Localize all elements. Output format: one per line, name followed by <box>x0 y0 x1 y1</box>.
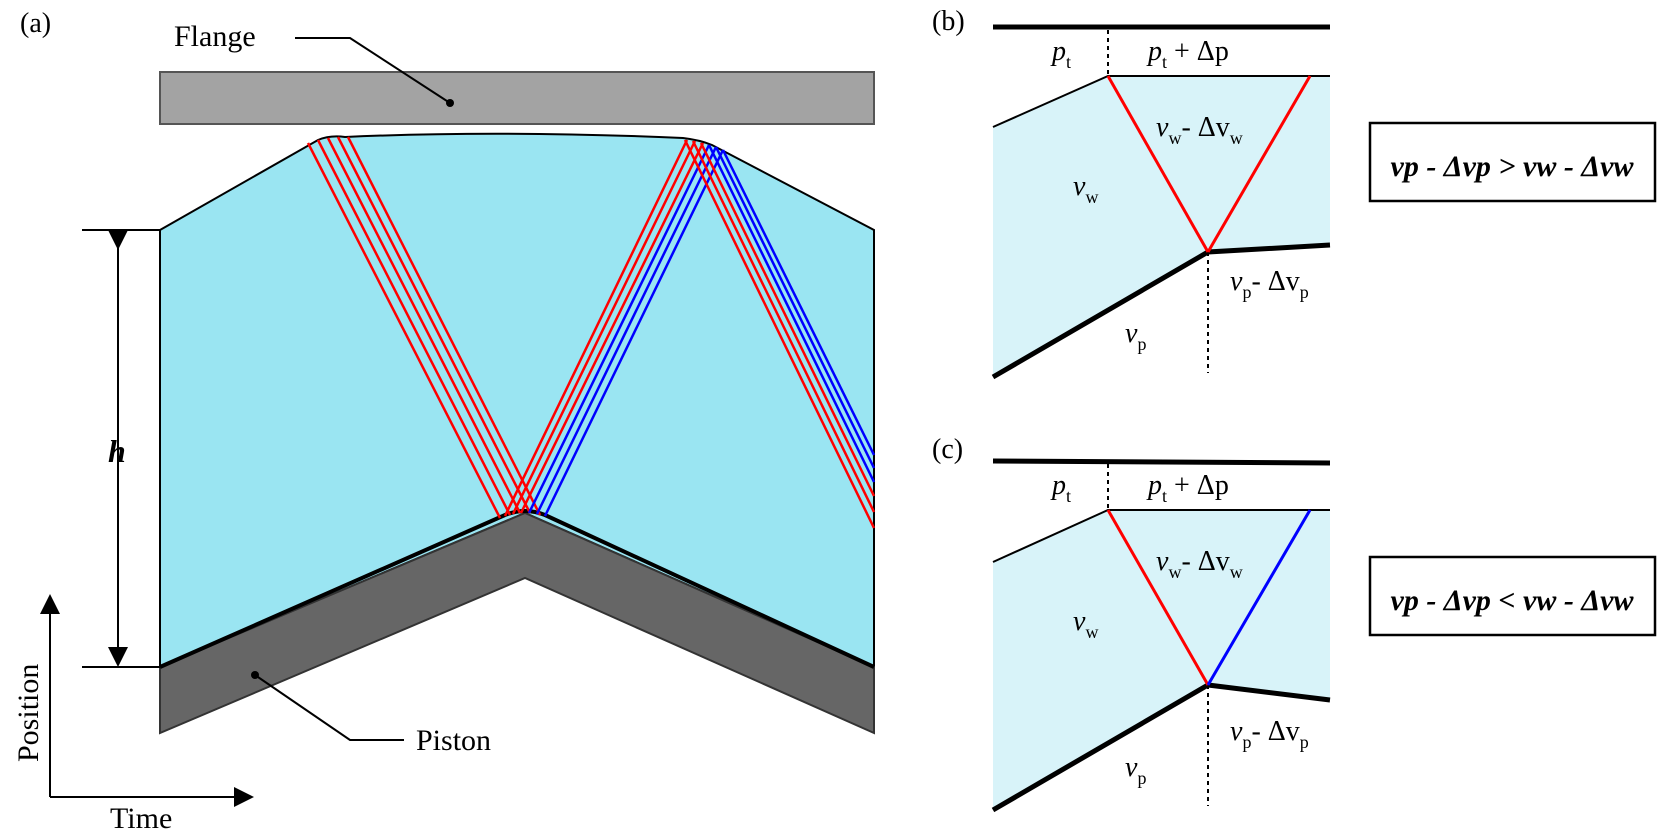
fluid-region <box>159 132 875 669</box>
fluid-region-c <box>993 510 1330 810</box>
red-wave-c <box>1106 509 1210 686</box>
label-vw-dvw-b: vw- Δvw <box>1156 112 1243 148</box>
condition-text-b: vp - Δvp > vw - Δvw <box>1391 150 1635 183</box>
label-vp-c: vp <box>1125 752 1146 788</box>
label-pt-c: pt <box>1050 470 1071 506</box>
fluid-region-b <box>993 76 1330 377</box>
panel-a-tag: (a) <box>20 8 51 39</box>
red-waves-right <box>683 139 876 529</box>
panel-b-tag: (b) <box>932 6 965 37</box>
piston-label: Piston <box>416 724 491 757</box>
red-waves-left <box>306 136 542 519</box>
label-vw-c: vw <box>1073 606 1098 642</box>
piston-leader-dot <box>251 671 259 679</box>
piston-leader-line <box>254 674 404 741</box>
red-wave-b-right <box>1206 75 1312 253</box>
condition-text-c: vp - Δvp < vw - Δvw <box>1391 584 1635 617</box>
time-axis-label: Time <box>110 802 172 830</box>
blue-wave-c <box>1206 509 1312 686</box>
label-vw-dvw-c: vw- Δvw <box>1156 546 1243 582</box>
label-vp-b: vp <box>1125 318 1146 354</box>
flange-leader-line <box>295 37 451 104</box>
condition-box-b <box>1368 121 1657 203</box>
height-label: h <box>108 433 126 469</box>
blue-waves-right <box>707 144 876 483</box>
label-vw-b: vw <box>1073 171 1098 207</box>
label-vp-dvp-b: vp- Δvp <box>1230 266 1309 302</box>
panel-c-tag: (c) <box>932 434 963 465</box>
red-wave-b-left <box>1106 75 1210 253</box>
red-waves-rising <box>503 139 705 517</box>
position-axis-label: Position <box>12 664 45 762</box>
label-pt-dp-b: pt + Δp <box>1146 36 1229 72</box>
flange-leader-dot <box>446 99 454 107</box>
flange-label: Flange <box>174 20 256 53</box>
label-vp-dvp-c: vp- Δvp <box>1230 716 1309 752</box>
blue-waves-rising <box>527 144 725 517</box>
label-pt-dp-c: pt + Δp <box>1146 470 1229 506</box>
flange-edge-c <box>992 458 1331 466</box>
condition-box-c <box>1368 555 1657 637</box>
label-pt-b: pt <box>1050 36 1071 72</box>
flange-rect <box>159 71 875 125</box>
